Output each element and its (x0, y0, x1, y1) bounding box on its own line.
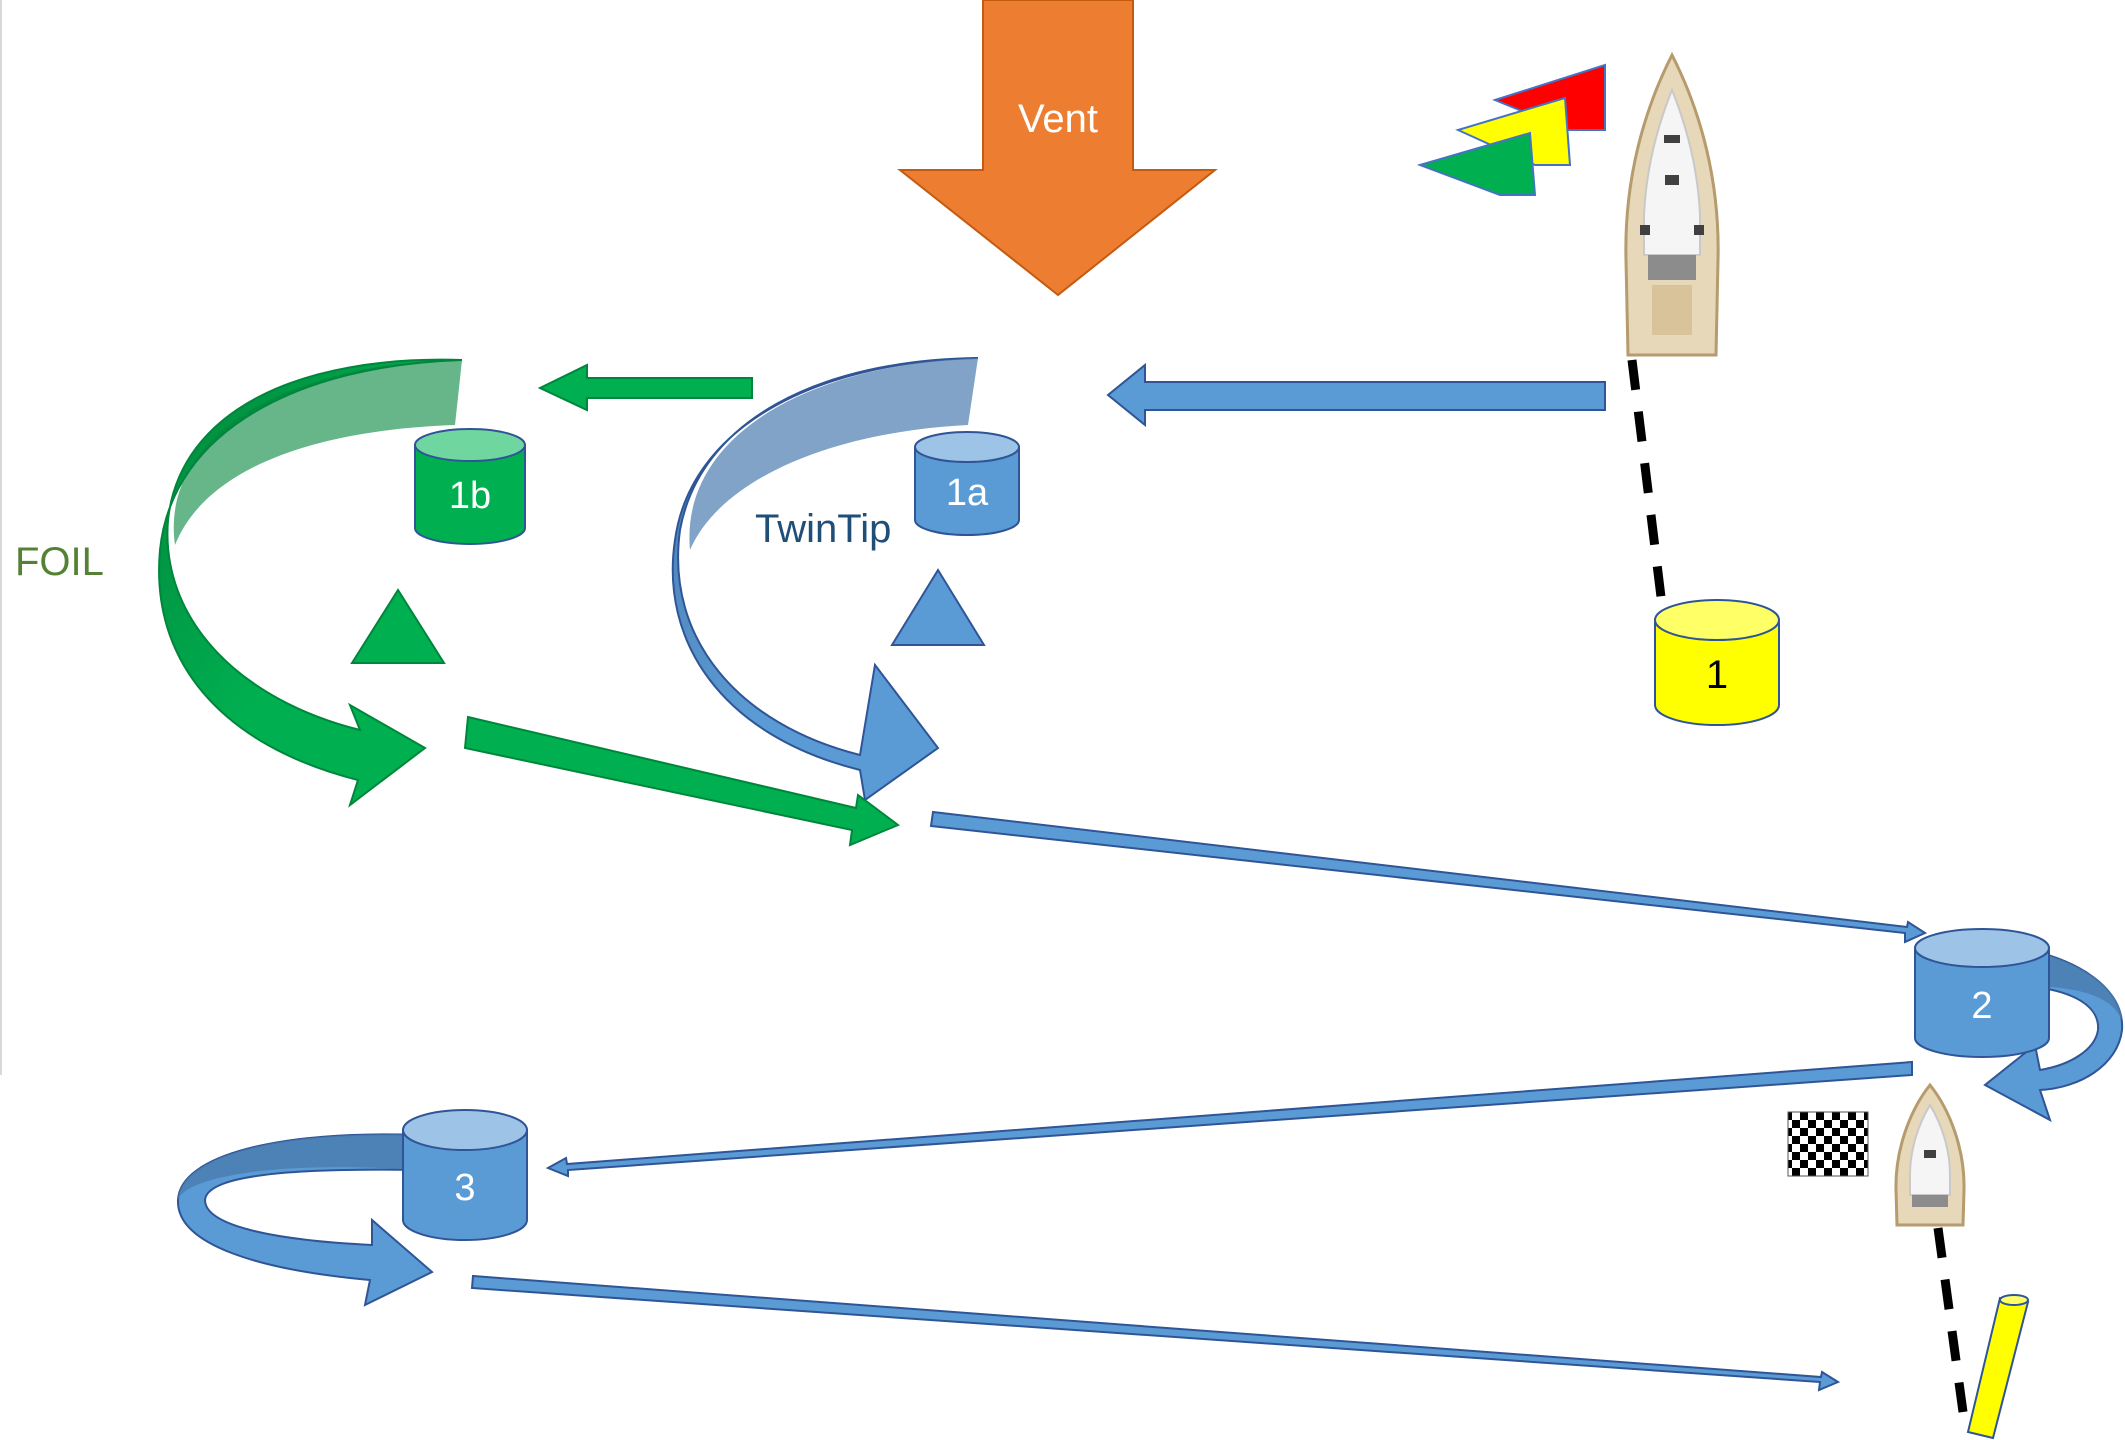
twintip-offset-mark (890, 568, 986, 646)
start-line (1627, 359, 1667, 606)
twintip-label: TwinTip (755, 507, 891, 551)
wind-arrow: Vent (897, 0, 1218, 297)
foil-reach-arrow (537, 363, 753, 412)
leg-to-finish-arrow (470, 1274, 1841, 1392)
foil-rounding-arrow-1b (158, 358, 463, 808)
mark-2-label: 2 (1971, 985, 1992, 1027)
mark-1a-buoy: 1a (914, 431, 1020, 536)
committee-boat-start (1624, 51, 1720, 357)
twintip-upwind-arrow (1106, 362, 1606, 428)
mark-3-rounding-arrow (176, 1133, 434, 1307)
leg-to-mark-2-arrow (929, 810, 1928, 944)
committee-boat-finish (1894, 1082, 1966, 1227)
finish-line (1933, 1227, 1968, 1413)
mark-2-buoy: 2 (1914, 928, 2050, 1058)
mark-3-label: 3 (454, 1167, 475, 1209)
mark-1-label: 1 (1706, 653, 1728, 697)
twintip-rounding-arrow-1a (671, 357, 979, 802)
mark-1a-label: 1a (946, 472, 989, 514)
foil-offset-mark (350, 588, 446, 664)
mark-1b-label: 1b (449, 475, 491, 517)
foil-downwind-arrow (463, 715, 900, 847)
mark-1-buoy: 1 (1654, 599, 1780, 726)
mark-3-buoy: 3 (402, 1109, 528, 1241)
yellow-pin-buoy-icon (1966, 1294, 2030, 1440)
signal-flags-icon (1416, 63, 1606, 196)
leg-to-mark-3-arrow (545, 1060, 1913, 1178)
wind-label: Vent (1018, 97, 1098, 141)
mark-1b-buoy: 1b (414, 428, 526, 545)
foil-label: FOIL (15, 540, 104, 584)
checkered-flag-icon (1787, 1111, 1869, 1177)
